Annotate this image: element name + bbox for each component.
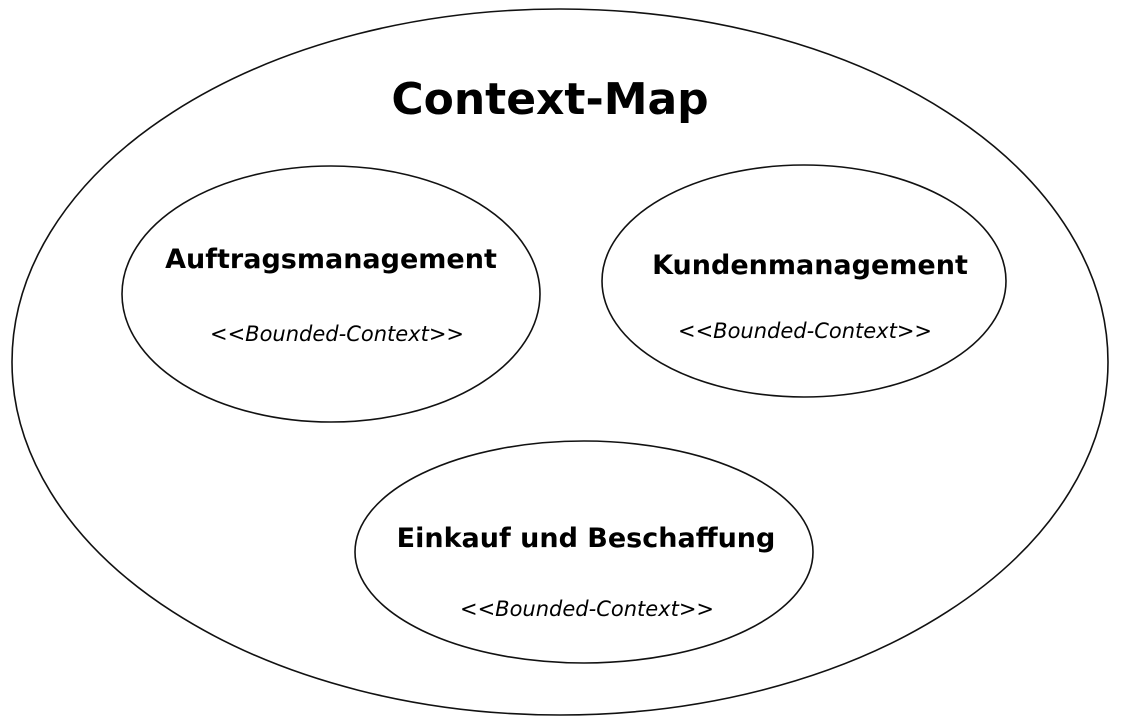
bounded-context-ellipse <box>601 164 1007 398</box>
bounded-context-einkauf-und-beschaffung: Einkauf und Beschaffung <<Bounded-Contex… <box>354 440 814 664</box>
context-map-boundary <box>11 8 1109 716</box>
context-map-title: Context-Map <box>391 74 708 125</box>
bounded-context-ellipse <box>354 440 814 664</box>
bounded-context-stereotype: <<Bounded-Context>> <box>678 319 932 343</box>
bounded-context-name: Kundenmanagement <box>652 250 968 281</box>
bounded-context-stereotype: <<Bounded-Context>> <box>460 597 714 621</box>
bounded-context-stereotype: <<Bounded-Context>> <box>210 322 464 346</box>
bounded-context-name: Einkauf und Beschaffung <box>397 523 776 554</box>
bounded-context-ellipse <box>121 165 541 423</box>
bounded-context-name: Auftragsmanagement <box>165 244 497 275</box>
bounded-context-auftragsmanagement: Auftragsmanagement <<Bounded-Context>> <box>121 165 541 423</box>
bounded-context-kundenmanagement: Kundenmanagement <<Bounded-Context>> <box>601 164 1007 398</box>
